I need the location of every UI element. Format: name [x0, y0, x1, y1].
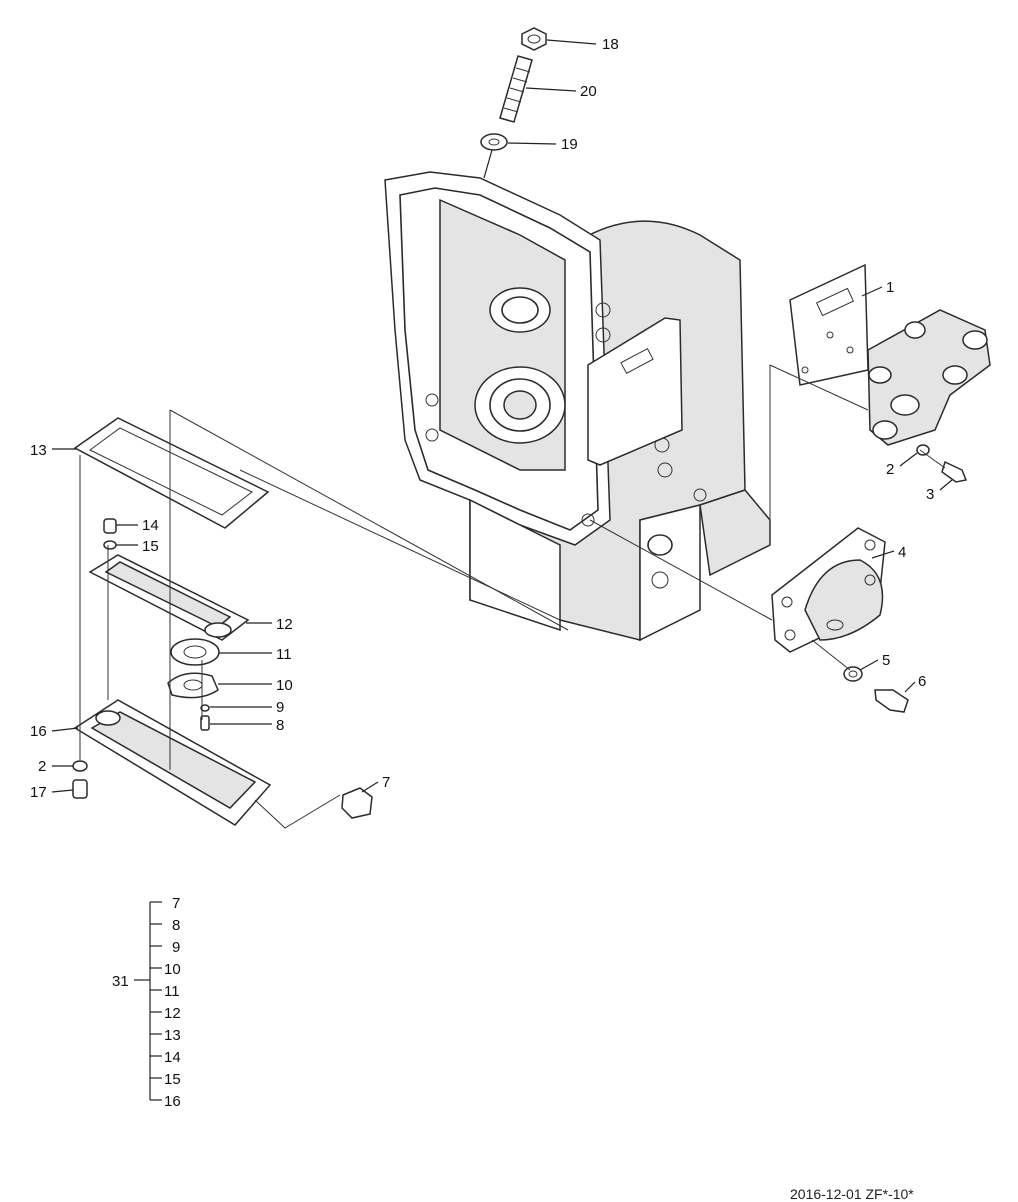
kit-item-label: 15 — [164, 1071, 181, 1088]
kit-item-label: 16 — [164, 1093, 181, 1110]
oil-pan-16 — [73, 699, 272, 826]
washer-2-lower — [72, 760, 88, 772]
filter-cover-4 — [771, 527, 886, 653]
callout-7: 7 — [361, 774, 390, 793]
gasket-13 — [73, 417, 270, 529]
reference-lines — [79, 364, 946, 829]
callout-19: 19 — [507, 136, 578, 153]
callout-label: 7 — [382, 774, 390, 791]
gasket-10 — [167, 672, 219, 699]
callout-2-upper: 2 — [886, 452, 918, 478]
kit-item-label: 10 — [164, 961, 181, 978]
seal-15 — [103, 540, 117, 550]
washer-5 — [843, 666, 863, 682]
callout-10: 10 — [218, 677, 293, 694]
callout-label: 14 — [142, 517, 159, 534]
callout-label: 2 — [886, 461, 894, 478]
washer-2-upper — [916, 444, 930, 456]
gasket-1 — [789, 263, 869, 386]
kit-item-list: 7 8 9 10 11 12 13 14 15 16 — [150, 895, 181, 1110]
callout-label: 19 — [561, 136, 578, 153]
callout-label: 3 — [926, 486, 934, 503]
transmission-housing — [384, 171, 771, 642]
callout-label: 9 — [276, 699, 284, 716]
kit-item-label: 13 — [164, 1027, 181, 1044]
callout-1: 1 — [861, 279, 894, 297]
drain-plug-17 — [72, 779, 88, 799]
callout-3: 3 — [926, 479, 953, 503]
callout-label: 12 — [276, 616, 293, 633]
callout-17: 17 — [30, 784, 74, 801]
bolt-3 — [941, 460, 968, 483]
callout-15: 15 — [116, 538, 159, 555]
valve-block — [867, 309, 991, 446]
footer-code: 2016-12-01 ZF*-10* — [790, 1186, 914, 1202]
callout-label: 16 — [30, 723, 47, 740]
callout-label: 18 — [602, 36, 619, 53]
kit-item-label: 7 — [172, 895, 180, 912]
callout-8: 8 — [210, 717, 284, 734]
stud-20 — [499, 55, 533, 123]
callout-2-lower: 2 — [38, 758, 73, 775]
callout-label: 4 — [898, 544, 906, 561]
kit-item-label: 11 — [164, 983, 180, 1000]
washer-9 — [200, 704, 210, 712]
kit-bracket: 31 7 8 9 10 11 12 13 14 15 16 — [112, 895, 181, 1110]
callout-16: 16 — [30, 723, 79, 740]
washer-19 — [480, 133, 508, 151]
strainer-12 — [88, 554, 250, 641]
callout-18: 18 — [546, 36, 619, 53]
kit-item-label: 12 — [164, 1005, 181, 1022]
callout-label: 15 — [142, 538, 159, 555]
callout-13: 13 — [30, 442, 76, 459]
callout-label: 1 — [886, 279, 894, 296]
callout-4: 4 — [871, 544, 906, 561]
callout-6: 6 — [904, 673, 926, 693]
screw-8 — [200, 715, 210, 731]
bolt-6 — [874, 689, 909, 713]
plug-7 — [341, 787, 373, 819]
callout-label: 5 — [882, 652, 890, 669]
callout-label: 2 — [38, 758, 46, 775]
plug-14 — [103, 518, 117, 534]
callout-12: 12 — [246, 616, 293, 633]
callout-label: 10 — [276, 677, 293, 694]
callout-label: 13 — [30, 442, 47, 459]
callout-label: 20 — [580, 83, 597, 100]
callout-14: 14 — [116, 517, 159, 534]
kit-item-label: 8 — [172, 917, 180, 934]
nut-18 — [521, 27, 547, 51]
callout-label: 6 — [918, 673, 926, 690]
seal-ring-11 — [170, 638, 220, 666]
callout-11: 11 — [219, 646, 292, 663]
callout-label: 17 — [30, 784, 47, 801]
kit-item-label: 9 — [172, 939, 180, 956]
callout-label: 8 — [276, 717, 284, 734]
callout-label: 11 — [276, 646, 292, 663]
kit-item-label: 14 — [164, 1049, 181, 1066]
callout-5: 5 — [859, 652, 890, 671]
callout-20: 20 — [525, 83, 597, 100]
kit-label: 31 — [112, 973, 129, 990]
callout-9: 9 — [210, 699, 284, 716]
